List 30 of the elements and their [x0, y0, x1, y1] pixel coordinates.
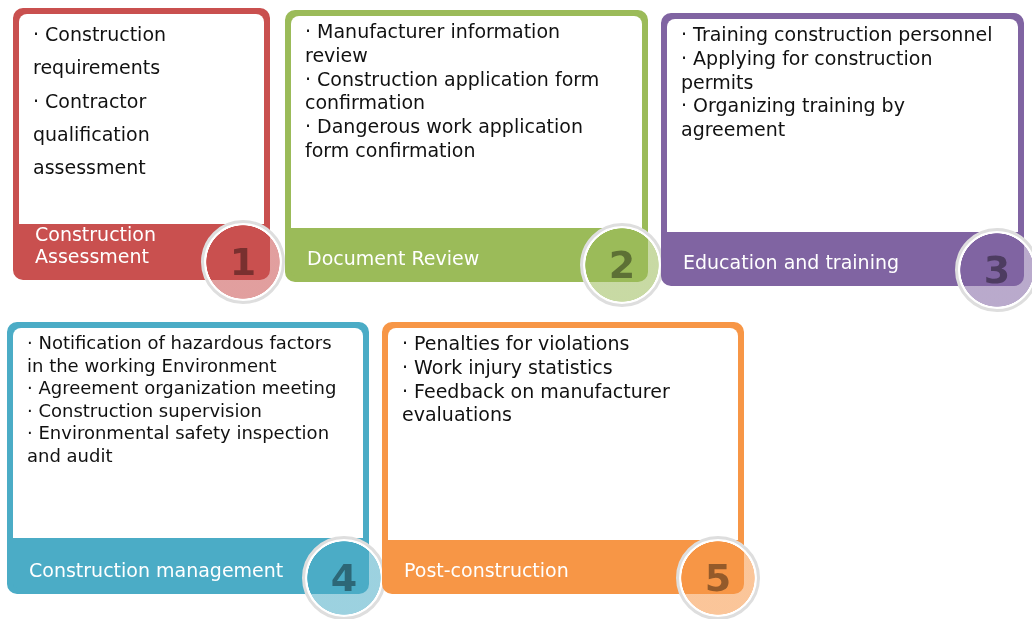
- card-title: Post-construction: [404, 560, 569, 582]
- bullet-item: · Contractor qualification assessment: [33, 88, 151, 180]
- step-number-badge: 3: [955, 228, 1032, 312]
- step-number-badge: 5: [676, 536, 760, 619]
- step-card: [661, 13, 1024, 286]
- bullet-item: · Penalties for violations: [402, 332, 631, 356]
- bullet-item: · Construction requirements: [33, 22, 168, 81]
- step-number-badge: 2: [580, 223, 664, 307]
- step-card: [7, 322, 369, 594]
- step-number-badge: 4: [302, 536, 386, 619]
- bullet-item: · Notification of hazardous factors in the working Environment: [27, 332, 333, 377]
- bullet-item: · Work injury statistics: [402, 355, 614, 380]
- card-title: Education and training: [683, 252, 900, 274]
- step-card: [382, 322, 744, 594]
- card-title: Construction management: [29, 560, 284, 582]
- step-card: [13, 8, 270, 280]
- bullet-item: · Applying for construction permits: [681, 46, 934, 95]
- step-card: [285, 10, 648, 282]
- card-title: Construction Assessment: [35, 224, 157, 268]
- bullet-item: · Organizing training by agreement: [681, 94, 906, 142]
- bullet-item: · Construction supervision: [27, 399, 263, 422]
- bullet-item: · Dangerous work application form confirmation: [305, 115, 584, 163]
- card-title: Document Review: [307, 248, 480, 270]
- bullet-item: · Training construction personnel: [681, 23, 994, 47]
- bullet-item: · Agreement organization meeting: [27, 377, 338, 400]
- bullet-item: · Manufacturer information review: [305, 20, 562, 68]
- step-number-badge: 1: [201, 220, 285, 304]
- bullet-item: · Feedback on manufacturer evaluations: [402, 379, 671, 427]
- bullet-item: · Environmental safety inspection and audit: [27, 422, 331, 467]
- bullet-item: · Construction application form confirmation: [305, 67, 601, 115]
